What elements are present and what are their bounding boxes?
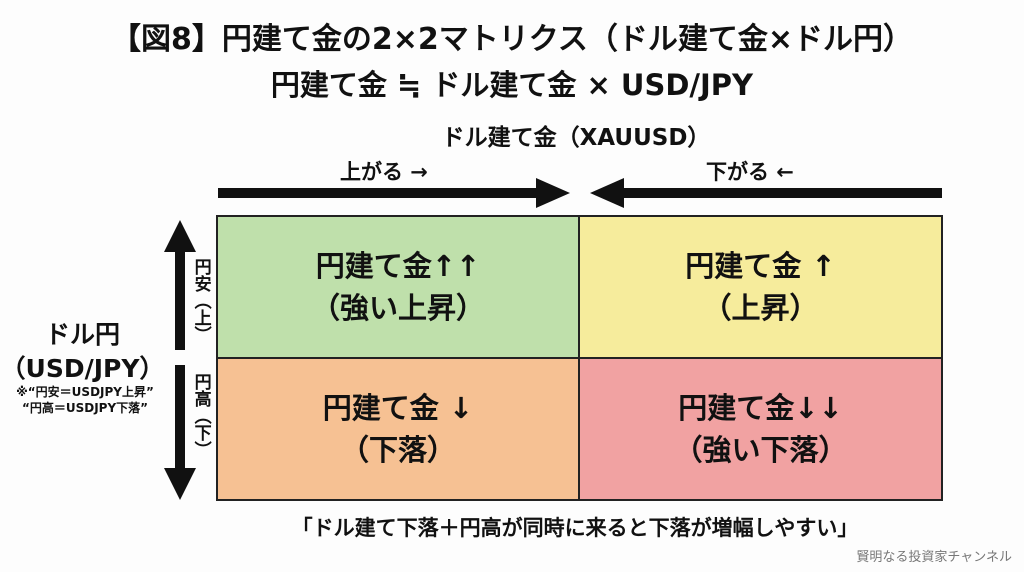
y-axis-label: ドル円（USD/JPY） — [0, 320, 165, 383]
x-axis-down-label: 下がる ← — [706, 160, 794, 184]
down-arrow-icon — [164, 468, 196, 500]
cell-gold-down-yen-strong: 円建て金↓↓（強い下落） — [578, 357, 943, 501]
down-arrow-shaft — [175, 365, 185, 470]
right-arrow-shaft — [218, 188, 538, 198]
left-arrow-shaft — [622, 188, 942, 198]
x-axis-up-label: 上がる → — [340, 160, 428, 184]
footer-note: 「ドル建て下落＋円高が同時に来ると下落が増幅しやすい」 — [291, 516, 859, 540]
subtitle: 円建て金 ≒ ドル建て金 × USD/JPY — [270, 68, 754, 102]
cell-gold-up-yen-strong: 円建て金 ↓（下落） — [216, 357, 580, 501]
up-arrow-shaft — [175, 250, 185, 350]
brand-watermark: 賢明なる投資家チャンネル — [856, 550, 1012, 565]
cell-gold-down-yen-weak: 円建て金 ↑（上昇） — [578, 215, 943, 359]
title: 【図8】円建て金の2×2マトリクス（ドル建て金×ドル円） — [111, 22, 913, 57]
cell-gold-up-yen-weak: 円建て金↑↑（強い上昇） — [216, 215, 580, 359]
right-arrow-icon — [536, 178, 570, 208]
y-axis-top-label: 円安（上） — [190, 258, 211, 343]
up-arrow-icon — [164, 220, 196, 252]
y-axis-bottom-label: 円高（下） — [190, 373, 211, 458]
x-axis-label: ドル建て金（XAUUSD） — [441, 125, 711, 151]
y-axis-note: ※“円安＝USDJPY上昇”“円高＝USDJPY下落” — [16, 385, 154, 416]
left-arrow-icon — [590, 178, 624, 208]
